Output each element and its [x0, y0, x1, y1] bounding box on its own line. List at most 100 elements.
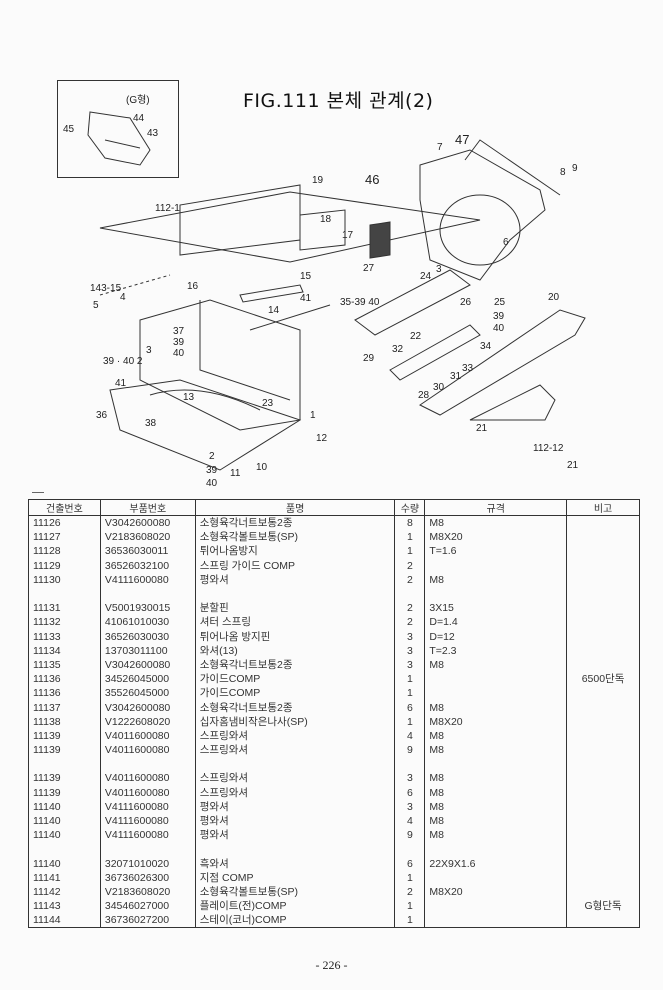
cell-qty: 1	[394, 686, 426, 701]
cell-ref: 11137	[28, 700, 101, 715]
cell-spec: T=2.3	[424, 643, 568, 658]
cell-part-no: V1222608020	[99, 714, 196, 729]
cell-ref: 11126	[28, 515, 101, 531]
cell-qty	[394, 757, 426, 772]
cell-ref: 11127	[28, 530, 101, 545]
cell-note	[566, 771, 640, 786]
cell-ref: 11136	[28, 686, 101, 701]
cell-ref: 11128	[28, 544, 101, 559]
cell-ref: 11142	[28, 884, 101, 900]
cell-note	[566, 643, 640, 658]
cell-note	[566, 884, 640, 900]
cell-spec	[424, 870, 568, 885]
cell-part-no: 41061010030	[99, 615, 196, 630]
part-21	[469, 384, 556, 421]
cell-qty: 3	[394, 799, 426, 814]
inset-label: (G형)	[126, 95, 150, 106]
cell-name: 지점 COMP	[194, 870, 396, 885]
callout: 39	[493, 311, 505, 322]
cell-name: 스프링 가이드 COMP	[194, 558, 396, 573]
callout: 3	[436, 264, 442, 275]
cell-qty: 8	[394, 515, 426, 531]
callout: 33	[462, 363, 474, 374]
cell-note	[566, 657, 640, 673]
cell-ref: 11139	[28, 785, 101, 800]
rail-20	[419, 309, 586, 416]
cell-name: 평와셔	[194, 799, 396, 814]
cell-part-no: V5001930015	[99, 601, 196, 616]
cell-name: 스프링와셔	[194, 728, 396, 743]
callout: 5	[93, 300, 99, 311]
callout: 22	[410, 331, 422, 342]
callout: 17	[342, 230, 354, 241]
cell-name: 분할핀	[194, 601, 396, 616]
cell-part-no: V4011600080	[99, 743, 196, 758]
cell-note	[566, 601, 640, 616]
cell-ref: 11136	[28, 672, 101, 687]
cell-spec: M8	[424, 771, 568, 786]
cell-qty: 3	[394, 657, 426, 673]
callout: 39	[173, 337, 185, 348]
cell-part-no: V3042600080	[99, 700, 196, 715]
cell-ref: 11140	[28, 856, 101, 871]
cell-qty: 6	[394, 856, 426, 871]
cell-qty: 2	[394, 572, 426, 587]
cell-name: 소형육각너트보통2종	[194, 515, 396, 531]
cell-ref: 11138	[28, 714, 101, 729]
callout: 21	[567, 460, 579, 471]
table-spacer-row	[28, 842, 640, 857]
cell-qty: 3	[394, 771, 426, 786]
callout: 18	[320, 214, 332, 225]
cell-ref: 11135	[28, 657, 101, 673]
callout: 25	[494, 297, 506, 308]
cell-note	[566, 686, 640, 701]
base-plate	[99, 191, 481, 263]
callout: 39	[206, 465, 218, 476]
cell-part-no: V4111600080	[99, 813, 196, 829]
rail-22	[389, 324, 481, 381]
cell-spec: M8X20	[424, 714, 568, 729]
cell-part-no: 36526032100	[99, 558, 196, 573]
cell-note	[566, 586, 640, 602]
cell-name: 스프링와셔	[194, 771, 396, 786]
divider	[32, 492, 44, 493]
cell-ref: 11129	[28, 558, 101, 573]
cell-spec	[424, 586, 568, 602]
cell-spec: M8	[424, 799, 568, 814]
callout: 30	[433, 382, 445, 393]
cell-note	[566, 530, 640, 545]
inset-g-type: (G형)	[57, 80, 179, 178]
callout: 41	[300, 293, 312, 304]
header-spec: 규격	[424, 499, 568, 516]
cell-name: 소형육각볼트보통(SP)	[194, 530, 396, 545]
cell-spec	[424, 672, 568, 687]
callout: 13	[183, 392, 195, 403]
cell-name: 흑와셔	[194, 856, 396, 871]
cell-name: 와셔(13)	[194, 643, 396, 658]
cell-ref: 11140	[28, 828, 101, 843]
cell-part-no: V4111600080	[99, 799, 196, 814]
cell-spec: 22X9X1.6	[424, 856, 568, 871]
cell-name: 십자홈냄비작은나사(SP)	[194, 714, 396, 729]
cell-ref: 11140	[28, 813, 101, 829]
cell-note	[566, 842, 640, 857]
cell-name: 스프링와셔	[194, 785, 396, 800]
cell-part-no: 36736026300	[99, 870, 196, 885]
callout: 31	[450, 371, 462, 382]
cell-part-no: 34546027000	[99, 899, 196, 914]
cell-qty: 1	[394, 913, 426, 929]
callout: 38	[145, 418, 157, 429]
cell-part-no: V4011600080	[99, 728, 196, 743]
cell-spec	[424, 686, 568, 701]
table-spacer-row	[28, 586, 640, 602]
cell-spec: M8	[424, 572, 568, 587]
